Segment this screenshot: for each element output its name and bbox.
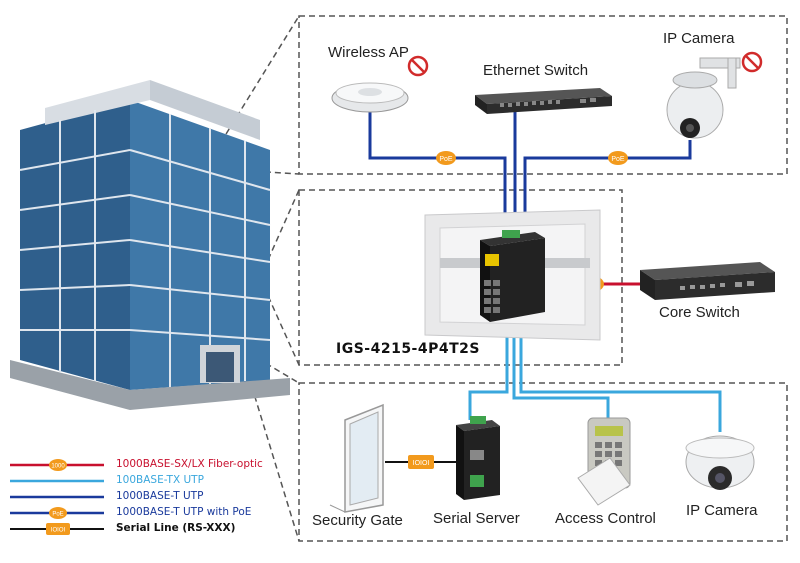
poe-badge: PoE	[436, 151, 456, 165]
access-control-label: Access Control	[555, 510, 656, 527]
core-switch-label: Core Switch	[659, 304, 740, 321]
legend: 1000 1000BASE-SX/LX Fiber-optic 100BASE-TX…	[0, 455, 310, 545]
legend-line-swatch: IOIOI	[10, 523, 104, 535]
industrial-switch-icon	[480, 230, 545, 322]
bottom-group-box	[298, 382, 788, 542]
legend-item: 1000BASE-T UTP	[8, 489, 308, 505]
legend-item: PoE 1000BASE-T UTP with PoE	[8, 505, 308, 521]
plug-prohibited-icon	[741, 51, 763, 73]
poe-badge-text: PoE	[439, 156, 453, 163]
serial-server-icon	[456, 416, 500, 500]
top-group-box	[298, 15, 788, 175]
legend-badge-text: PoE	[52, 512, 63, 518]
legend-line-swatch: PoE	[10, 507, 104, 519]
main-switch-label: IGS-4215-4P4T2S	[336, 341, 480, 357]
legend-item: 1000 1000BASE-SX/LX Fiber-optic	[8, 457, 308, 473]
ip-camera-bottom-label: IP Camera	[686, 502, 758, 519]
legend-badge-text: IOIOI	[51, 528, 66, 534]
legend-label: 1000BASE-SX/LX Fiber-optic	[116, 458, 263, 470]
serial-server-label: Serial Server	[433, 510, 520, 527]
poe-badge: PoE	[608, 151, 628, 165]
ethernet-switch-icon	[475, 88, 612, 114]
legend-label: 100BASE-TX UTP	[116, 474, 204, 486]
legend-item: IOIOI Serial Line (RS-XXX)	[8, 521, 308, 537]
legend-item: 100BASE-TX UTP	[8, 473, 308, 489]
poe-badge-text: PoE	[611, 156, 625, 163]
serial-badge-text: IOIOI	[413, 460, 430, 467]
ethernet-switch-label: Ethernet Switch	[483, 62, 589, 79]
dome-camera-icon	[685, 435, 755, 490]
legend-label: 1000BASE-T UTP with PoE	[116, 506, 252, 518]
legend-badge-text: 1000	[51, 464, 65, 470]
security-gate-label: Security Gate	[312, 512, 403, 529]
wireless-ap-icon	[331, 82, 409, 113]
legend-label: Serial Line (RS-XXX)	[116, 522, 236, 534]
legend-line-swatch: 1000	[10, 459, 104, 471]
middle-group-box	[298, 189, 623, 366]
legend-line-swatch	[10, 495, 104, 499]
security-gate-icon	[329, 403, 384, 513]
legend-label: 1000BASE-T UTP	[116, 490, 204, 502]
core-switch-icon	[640, 262, 775, 300]
ip-camera-top-label: IP Camera	[663, 30, 735, 47]
legend-line-swatch	[10, 479, 104, 483]
plug-prohibited-icon	[407, 55, 429, 77]
access-control-icon	[577, 417, 631, 506]
wireless-ap-label: Wireless AP	[328, 44, 409, 61]
serial-badge: IOIOI	[408, 455, 434, 469]
office-building	[10, 80, 290, 410]
ptz-camera-icon	[666, 57, 741, 139]
